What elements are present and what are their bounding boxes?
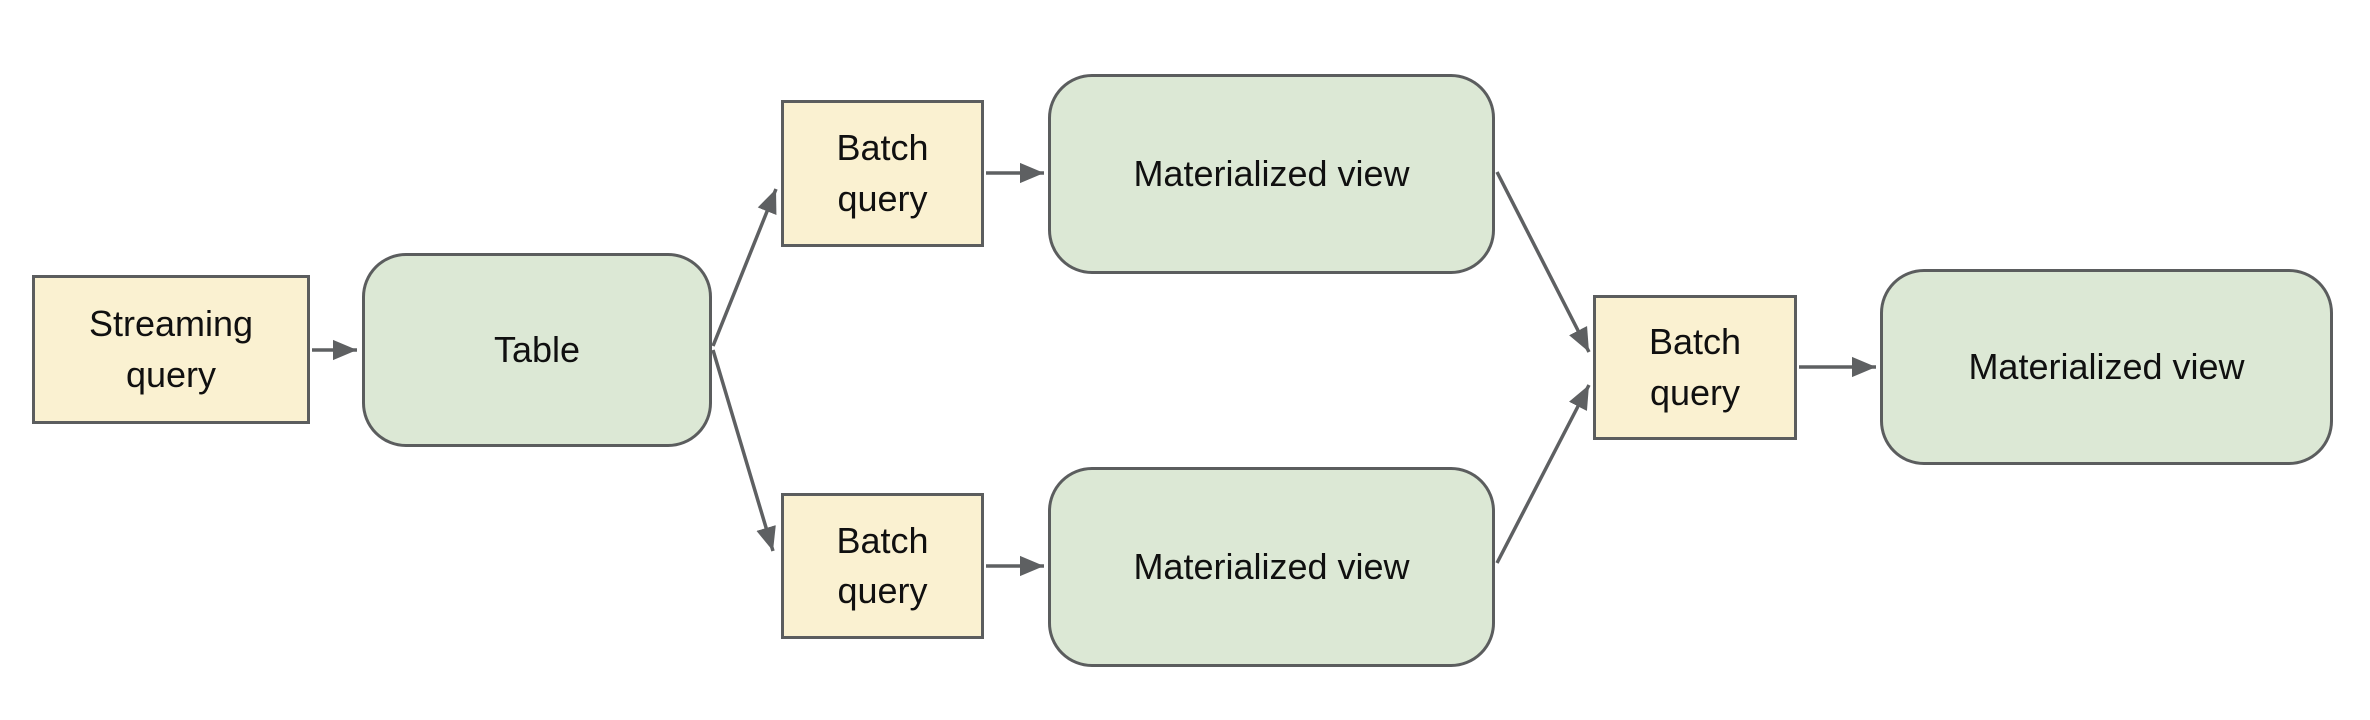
node-batch-query-center: Batch query <box>1593 295 1797 440</box>
node-batch-query-bottom-label: Batch query <box>836 519 929 611</box>
node-materialized-view-top: Materialized view <box>1048 74 1495 274</box>
node-table: Table <box>362 253 712 447</box>
node-batch-query-top-label: Batch query <box>836 127 929 219</box>
node-table-label: Table <box>493 328 581 370</box>
edge-mv-top-to-batch-query-center <box>1495 171 1591 353</box>
edge-table-to-batch-query-bottom <box>711 349 776 552</box>
edge-mv-bottom-to-batch-query-center <box>1495 384 1591 564</box>
node-batch-query-bottom: Batch query <box>781 493 984 639</box>
node-batch-query-top: Batch query <box>781 100 984 247</box>
edge-table-to-batch-query-top <box>711 188 778 347</box>
node-materialized-view-bottom: Materialized view <box>1048 467 1495 667</box>
node-materialized-view-top-label: Materialized view <box>1133 152 1410 194</box>
node-streaming-query-label: Streaming query <box>88 303 254 395</box>
node-materialized-view-right: Materialized view <box>1880 269 2333 465</box>
node-batch-query-center-label: Batch query <box>1648 321 1742 413</box>
node-streaming-query: Streaming query <box>32 275 310 424</box>
node-materialized-view-right-label: Materialized view <box>1968 345 2245 387</box>
node-materialized-view-bottom-label: Materialized view <box>1133 545 1410 587</box>
